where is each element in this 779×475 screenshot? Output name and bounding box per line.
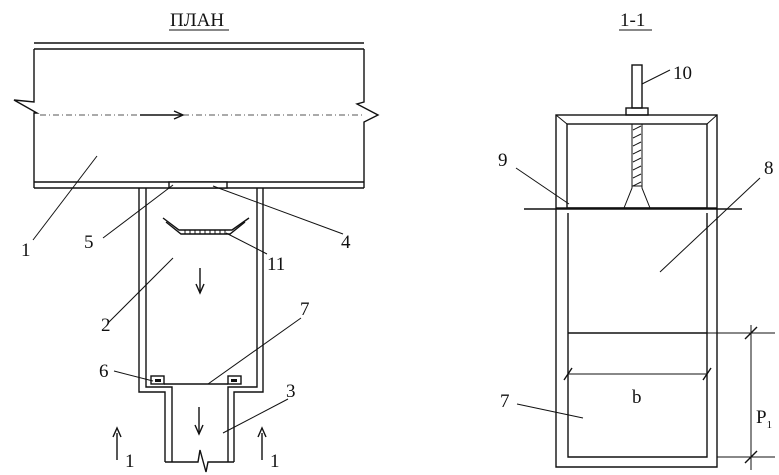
plan-leaders [32,155,344,434]
flow-arrow-branch [195,268,205,295]
cut-label-right: 1 [270,451,280,472]
gate-frame [555,114,718,209]
bottom-break-line [165,449,234,473]
plan-view: ПЛАН [13,10,380,473]
main-channel [13,42,380,189]
plan-label-7: 7 [300,299,310,320]
break-line-left [13,49,40,188]
slot-grooves [150,375,242,385]
section-label-7: 7 [500,391,510,412]
gate-opening [168,181,228,189]
gate-slot-channel [555,209,718,468]
plan-label-2: 2 [101,315,111,336]
break-line-right [355,49,380,188]
section-title: 1-1 [620,10,645,31]
section-cut-markers [112,426,267,460]
dimension-label-b: b [632,387,642,408]
dimension-label-p1-sub: 1 [767,419,773,431]
section-label-10: 10 [673,63,692,84]
section-leaders [515,69,761,419]
section-label-9: 9 [498,150,508,171]
dimension-label-p1: P1 [756,407,772,431]
plan-label-4: 4 [341,232,351,253]
p1-dimension [707,325,775,470]
section-view: 1-1 [498,10,775,470]
plan-label-1: 1 [21,240,31,261]
plan-label-6: 6 [99,361,109,382]
plan-label-5: 5 [84,232,94,253]
deflector-plate [162,217,250,235]
plan-title: ПЛАН [170,10,224,31]
width-dimension [563,367,712,381]
flow-arrow-outlet [194,407,204,436]
lifting-screw [625,64,649,187]
section-label-8: 8 [764,158,774,179]
plan-label-3: 3 [286,381,296,402]
cut-label-left: 1 [125,451,135,472]
plan-label-11: 11 [267,254,285,275]
dimension-label-p1-main: P [756,407,767,428]
